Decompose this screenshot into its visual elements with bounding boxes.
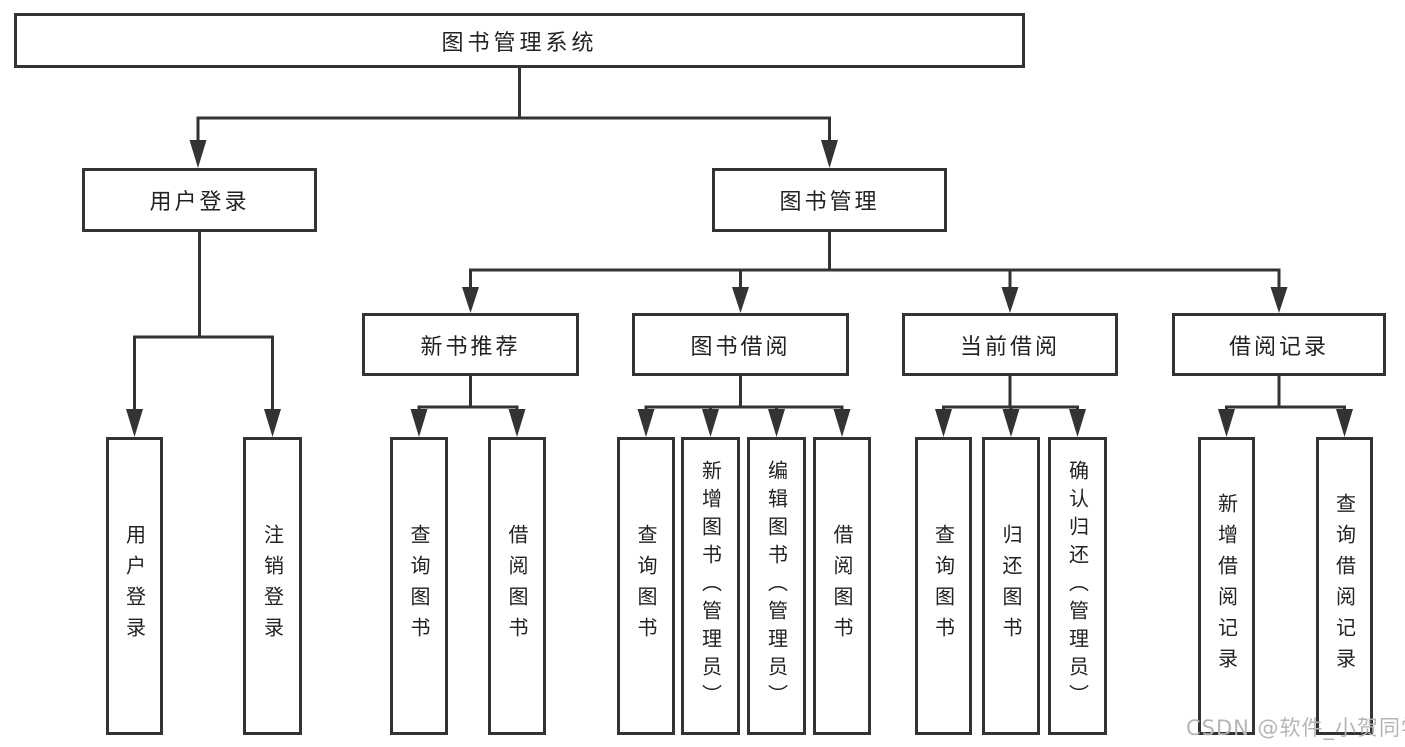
leaf-label: 编辑图书（管理员） <box>764 460 789 712</box>
leaf-query-books: 查询图书 <box>617 437 675 735</box>
arrowhead <box>1069 409 1086 437</box>
arrowhead <box>833 409 851 437</box>
node-label: 当前借阅 <box>959 334 1060 360</box>
leaf-query-borrow-record: 查询借阅记录 <box>1316 437 1373 735</box>
node-label: 新书推荐 <box>420 334 521 360</box>
arrowhead <box>189 140 207 168</box>
node-new-book-recommend: 新书推荐 <box>362 313 579 376</box>
connector-new-book-to-leaves <box>410 376 526 437</box>
leaf-label: 归还图书 <box>999 524 1023 648</box>
connector-borrow-record-to-leaves <box>1218 376 1353 437</box>
leaf-query-books: 查询图书 <box>390 437 448 735</box>
arrowhead <box>1002 409 1020 437</box>
node-library-system: 图书管理系统 <box>14 13 1025 68</box>
leaf-label: 查询图书 <box>634 524 658 648</box>
leaf-user-login: 用户登录 <box>106 437 163 735</box>
leaf-borrow-books: 借阅图书 <box>488 437 546 735</box>
arrowhead <box>410 409 428 437</box>
connector-book-mgmt-to-level2 <box>462 232 1288 313</box>
node-label: 用户登录 <box>149 190 250 215</box>
arrowhead <box>126 409 143 437</box>
arrowhead <box>702 409 719 437</box>
node-user-login: 用户登录 <box>82 168 317 232</box>
leaf-borrow-books: 借阅图书 <box>813 437 871 735</box>
leaf-label: 查询图书 <box>931 524 956 648</box>
leaf-label: 查询图书 <box>407 524 431 648</box>
leaf-label: 借阅图书 <box>505 524 529 648</box>
leaf-label: 用户登录 <box>122 524 147 648</box>
arrowhead <box>1270 287 1288 313</box>
leaf-logout: 注销登录 <box>243 437 302 735</box>
node-book-management: 图书管理 <box>712 168 947 232</box>
leaf-return-books: 归还图书 <box>982 437 1040 735</box>
arrowhead <box>1336 409 1353 437</box>
connector-user-login-to-leaves <box>126 232 281 437</box>
node-borrow-records: 借阅记录 <box>1172 313 1386 376</box>
leaf-label: 注销登录 <box>260 524 285 648</box>
arrowhead <box>637 409 655 437</box>
leaf-label: 借阅图书 <box>830 524 854 648</box>
arrowhead <box>264 409 281 437</box>
arrowhead <box>821 140 838 168</box>
leaf-confirm-return-admin: 确认归还（管理员） <box>1048 437 1107 735</box>
node-label: 图书借阅 <box>690 334 791 360</box>
arrowhead <box>462 287 479 313</box>
leaf-label: 新增图书（管理员） <box>698 460 723 712</box>
leaf-add-borrow-record: 新增借阅记录 <box>1198 437 1255 735</box>
leaf-label: 确认归还（管理员） <box>1065 460 1090 712</box>
arrowhead <box>768 409 785 437</box>
leaf-label: 新增借阅记录 <box>1214 493 1239 679</box>
connector-current-borrow-to-leaves <box>935 376 1086 437</box>
arrowhead <box>508 409 526 437</box>
node-label: 图书管理系统 <box>441 30 598 56</box>
leaf-query-books: 查询图书 <box>915 437 972 735</box>
arrowhead <box>732 287 749 313</box>
arrowhead <box>1218 409 1235 437</box>
leaf-label: 查询借阅记录 <box>1332 493 1357 679</box>
leaf-edit-books-admin: 编辑图书（管理员） <box>747 437 806 735</box>
csdn-watermark: CSDN @软件_小贺同学 <box>1186 716 1405 740</box>
arrowhead <box>935 409 952 437</box>
node-book-borrow: 图书借阅 <box>632 313 849 376</box>
arrowhead <box>1001 287 1019 313</box>
node-label: 借阅记录 <box>1228 334 1329 360</box>
node-current-borrow: 当前借阅 <box>902 313 1118 376</box>
leaf-add-books-admin: 新增图书（管理员） <box>681 437 740 735</box>
node-label: 图书管理 <box>779 190 880 215</box>
connector-book-borrow-to-leaves <box>637 376 851 437</box>
connector-root-to-level1 <box>189 68 838 168</box>
